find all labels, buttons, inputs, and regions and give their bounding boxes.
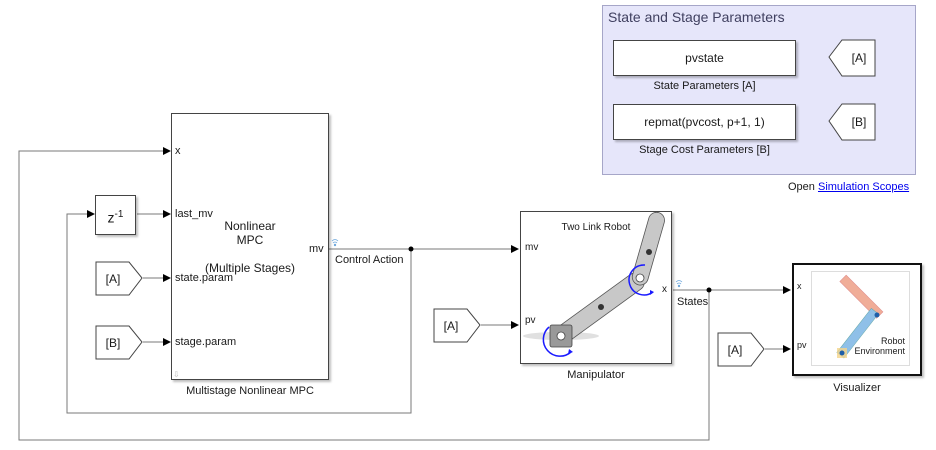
parameters-area: State and Stage Parameters <box>602 5 916 175</box>
mpc-title-line1: Nonlinear <box>224 219 276 233</box>
simulation-scopes-link[interactable]: Simulation Scopes <box>817 181 910 193</box>
states-label: States <box>677 296 709 308</box>
branch-point <box>408 246 414 252</box>
delay-z: z <box>107 209 115 226</box>
visualizer-port-pv: pv <box>797 340 807 350</box>
manipulator-port-pv: pv <box>525 315 536 326</box>
from-b-label-mpc: [B] <box>105 336 121 350</box>
manipulator-port-x: x <box>662 284 667 295</box>
manipulator-title: Two Link Robot <box>561 222 631 233</box>
area-title: State and Stage Parameters <box>608 9 785 25</box>
mpc-title-line2: MPC <box>236 233 264 247</box>
wire-mv-feedback <box>66 210 412 414</box>
mpc-title-line3: (Multiple Stages) <box>204 261 296 275</box>
from-a-block-manipulator[interactable] <box>433 308 483 344</box>
mpc-port-mv: mv <box>309 243 324 255</box>
mpc-block-name: Multistage Nonlinear MPC <box>186 385 314 397</box>
two-link-robot-icon <box>523 212 665 357</box>
visualizer-port-x: x <box>797 281 802 291</box>
goto-a-block[interactable] <box>828 39 878 77</box>
wire-states-feedback <box>18 147 710 441</box>
mpc-port-x: x <box>175 145 181 157</box>
from-a-label-manipulator: [A] <box>443 319 459 333</box>
goto-b-label: [B] <box>851 115 867 129</box>
from-a-label-mpc: [A] <box>105 272 121 286</box>
stage-cost-parameters-label: Stage Cost Parameters [B] <box>639 144 770 156</box>
from-a-block-mpc[interactable] <box>95 261 145 297</box>
multistage-nonlinear-mpc-block[interactable] <box>171 113 329 380</box>
open-scopes-annotation: Open Simulation Scopes <box>788 181 909 193</box>
manipulator-block-name: Manipulator <box>567 369 625 381</box>
robot-env-line1: Robot <box>880 336 905 346</box>
goto-a-label: [A] <box>851 51 867 65</box>
visualizer-block[interactable]: Robot Environment x pv <box>792 263 922 376</box>
control-action-label: Control Action <box>335 254 404 266</box>
open-text: Open <box>788 181 815 193</box>
from-a-label-visualizer: [A] <box>727 343 743 357</box>
signal-logging-icon <box>331 239 339 247</box>
from-b-block-mpc[interactable] <box>95 325 145 361</box>
visualizer-block-name: Visualizer <box>833 382 881 394</box>
state-parameters-label: State Parameters [A] <box>653 80 756 92</box>
goto-b-block[interactable] <box>828 103 878 141</box>
robot-environment-panel: Robot Environment <box>811 271 910 366</box>
signal-logging-icon <box>675 280 683 288</box>
mpc-port-stage-param: stage.param <box>175 336 237 348</box>
repmat-block[interactable]: repmat(pvcost, p+1, 1) <box>613 104 796 140</box>
pvstate-block[interactable]: pvstate <box>613 40 796 76</box>
from-a-block-visualizer[interactable] <box>717 332 767 368</box>
manipulator-block[interactable]: Two Link Robot mv pv x <box>520 211 672 364</box>
mpc-port-last-mv: last_mv <box>175 208 213 220</box>
pvstate-label: pvstate <box>685 51 724 65</box>
down-arrow-icon: ⇩ <box>173 370 180 379</box>
mpc-port-state-param: state.param <box>175 272 234 284</box>
repmat-label: repmat(pvcost, p+1, 1) <box>644 115 765 129</box>
manipulator-port-mv: mv <box>525 242 539 253</box>
delay-exponent: -1 <box>114 209 124 220</box>
robot-env-line2: Environment <box>854 346 905 356</box>
unit-delay-block[interactable]: z-1 <box>95 195 136 235</box>
robot-environment-icon <box>836 274 884 359</box>
branch-point <box>706 287 712 293</box>
